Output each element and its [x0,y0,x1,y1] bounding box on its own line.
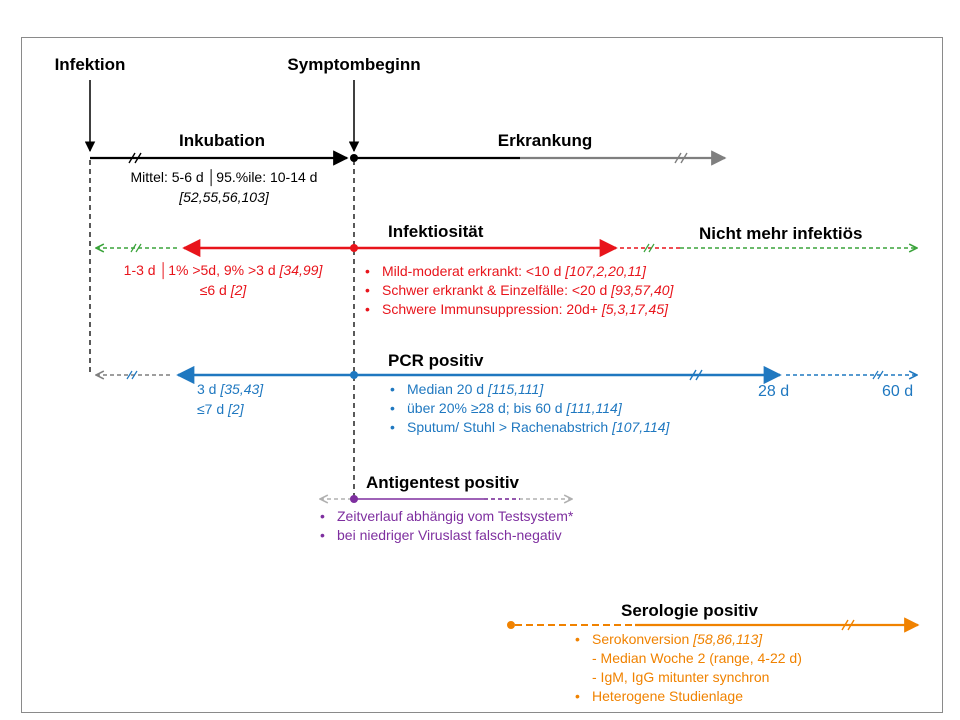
incubation-arrow [90,150,349,166]
list-item: •Sputum/ Stuhl > Rachenabstrich [107,114… [390,419,670,435]
incubation-refs: [52,55,56,103] [179,189,269,205]
list-item: •Heterogene Studienlage [575,688,744,704]
antigen-title: Antigentest positiv [366,473,520,492]
pcr-mark-60d: 60 d [882,383,914,400]
infectivity-title: Infektiosität [388,222,484,241]
infectivity-presymptomatic-max: ≤6 d [2] [199,282,247,298]
symptom-onset-dot [350,154,358,162]
break-mark [674,152,688,164]
disease-arrow [356,150,727,166]
pcr-presymptomatic-max: ≤7 d [2] [197,401,244,417]
no-longer-infectious-title: Nicht mehr infektiös [699,224,863,243]
antigen-bullets: •Zeitverlauf abhängig vom Testsystem* •b… [320,507,573,545]
list-item: •Median 20 d [115,111] [390,381,544,397]
disease-title: Erkrankung [497,131,593,150]
diagram-frame [21,37,943,713]
serology-title: Serologie positiv [621,601,758,620]
list-item: •Zeitverlauf abhängig vom Testsystem* [320,508,574,524]
serology-arrow [507,617,920,633]
break-mark [128,152,142,164]
antigen-arrow [320,495,572,503]
pcr-bullets: •Median 20 d [115,111] •über 20% ≥28 d; … [390,380,669,437]
infectivity-bullets: •Mild-moderat erkrankt: <10 d [107,2,20,… [365,262,673,319]
list-item: •Mild-moderat erkrankt: <10 d [107,2,20,… [365,263,646,279]
infektion-label: Infektion [54,55,126,74]
pcr-title: PCR positiv [388,351,484,370]
incubation-median: Mittel: 5-6 d │95.%ile: 10-14 d [130,169,318,185]
list-item: - IgM, IgG mitunter synchron [592,669,770,685]
pcr-arrow [96,365,917,385]
list-item: - Median Woche 2 (range, 4-22 d) [592,650,802,666]
list-item: •Schwer erkrankt & Einzelfälle: <20 d [9… [365,282,674,298]
list-item: •über 20% ≥28 d; bis 60 d [111,114] [390,400,622,416]
serology-bullets: •Serokonversion [58,86,113] - Median Woc… [575,630,802,706]
pcr-presymptomatic: 3 d [35,43] [197,381,264,397]
list-item: •bei niedriger Viruslast falsch-negativ [320,527,562,543]
incubation-title: Inkubation [179,131,265,150]
infectivity-presymptomatic: 1-3 d │1% >5d, 9% >3 d [34,99] [123,262,323,278]
list-item: •Serokonversion [58,86,113] [575,631,763,647]
symptombeginn-label: Symptombeginn [287,55,421,74]
pcr-mark-28d: 28 d [758,383,790,400]
list-item: •Schwere Immunsuppression: 20d+ [5,3,17,… [365,301,669,317]
infectivity-arrow [96,238,917,258]
